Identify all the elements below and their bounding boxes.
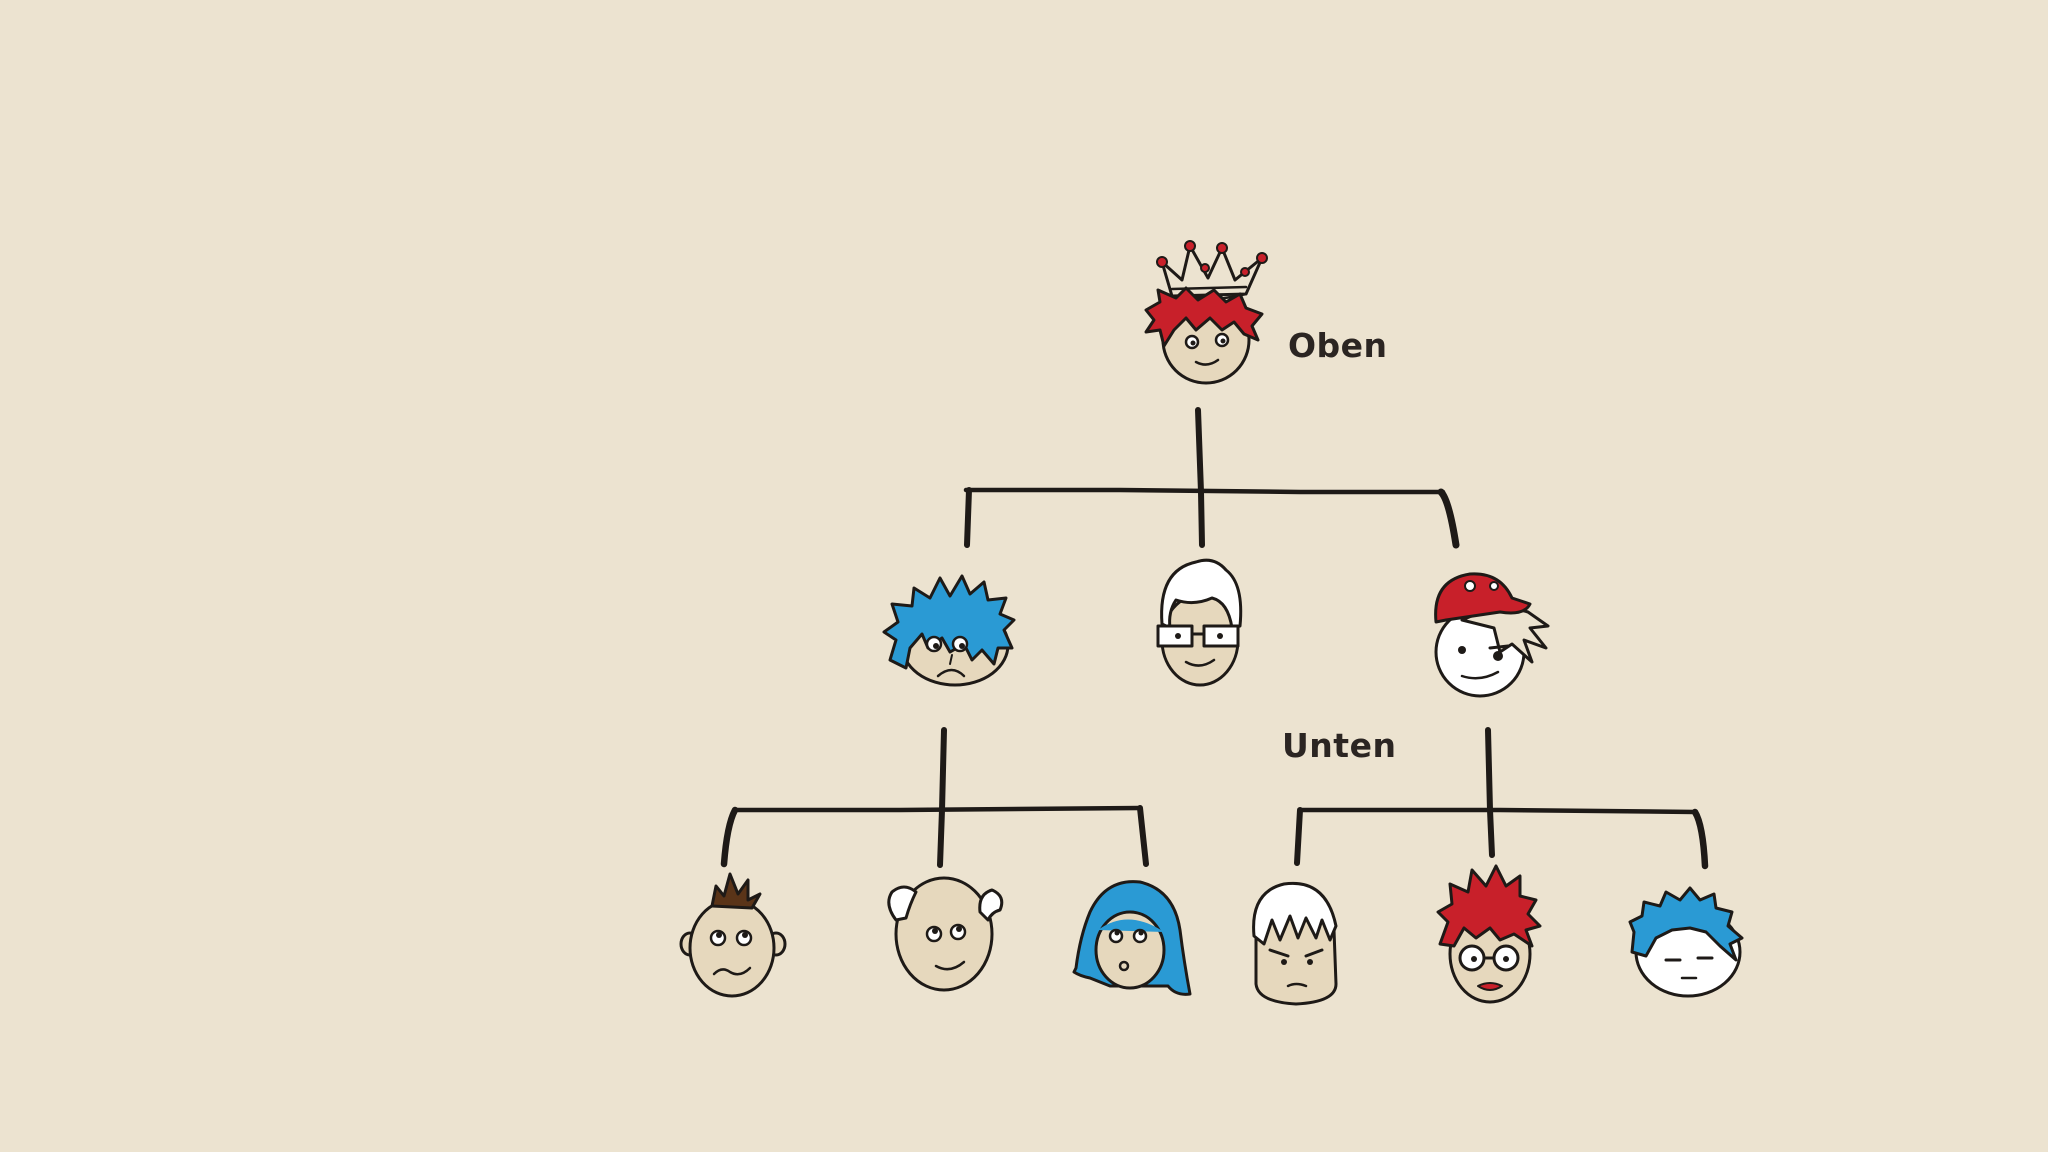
connector-right-drop-1 [1294,807,1303,866]
connector-left-stem [937,727,947,868]
connector-left-bar [732,805,1143,813]
white-hair-left [887,885,918,922]
connector-top-left-drop [964,487,972,548]
connector-right-stem [1485,727,1495,858]
person-blue-bob-hair [1072,880,1192,996]
crown-jewel [1156,256,1168,268]
connector-right-drop-3 [1691,808,1709,870]
connector-top-stem [1195,407,1205,548]
blue-hair [1628,886,1744,962]
person-balding-old-man [887,876,1004,992]
person-red-cap [1434,572,1550,698]
connector-left-drop-3 [1137,805,1149,867]
connector-left-drop-1 [720,806,739,868]
connector-lines [720,407,1709,870]
red-hair [1436,864,1542,948]
white-hair [1160,558,1243,630]
connector-top-right-drop [1437,488,1460,549]
white-hair [1252,881,1338,946]
person-brown-mohawk [679,872,787,998]
face [688,898,776,998]
person-blue-hair-sleepy [1628,886,1744,998]
white-hair-right [978,888,1004,922]
connector-top-bar [963,487,1446,495]
connector-right-bar [1297,807,1698,815]
person-blue-spiky-hair [882,574,1016,687]
person-white-hair-angry [1252,881,1338,1006]
label-bottom: Unten [1282,726,1397,765]
person-king [1144,240,1268,385]
person-red-hair-glasses [1436,864,1542,1004]
brown-hair [710,872,762,910]
red-hair [1144,286,1264,348]
face [894,876,994,992]
label-top: Oben [1288,326,1388,365]
person-white-hair-glasses [1156,558,1243,687]
blue-hair [882,574,1016,670]
red-cap-icon [1434,572,1532,624]
